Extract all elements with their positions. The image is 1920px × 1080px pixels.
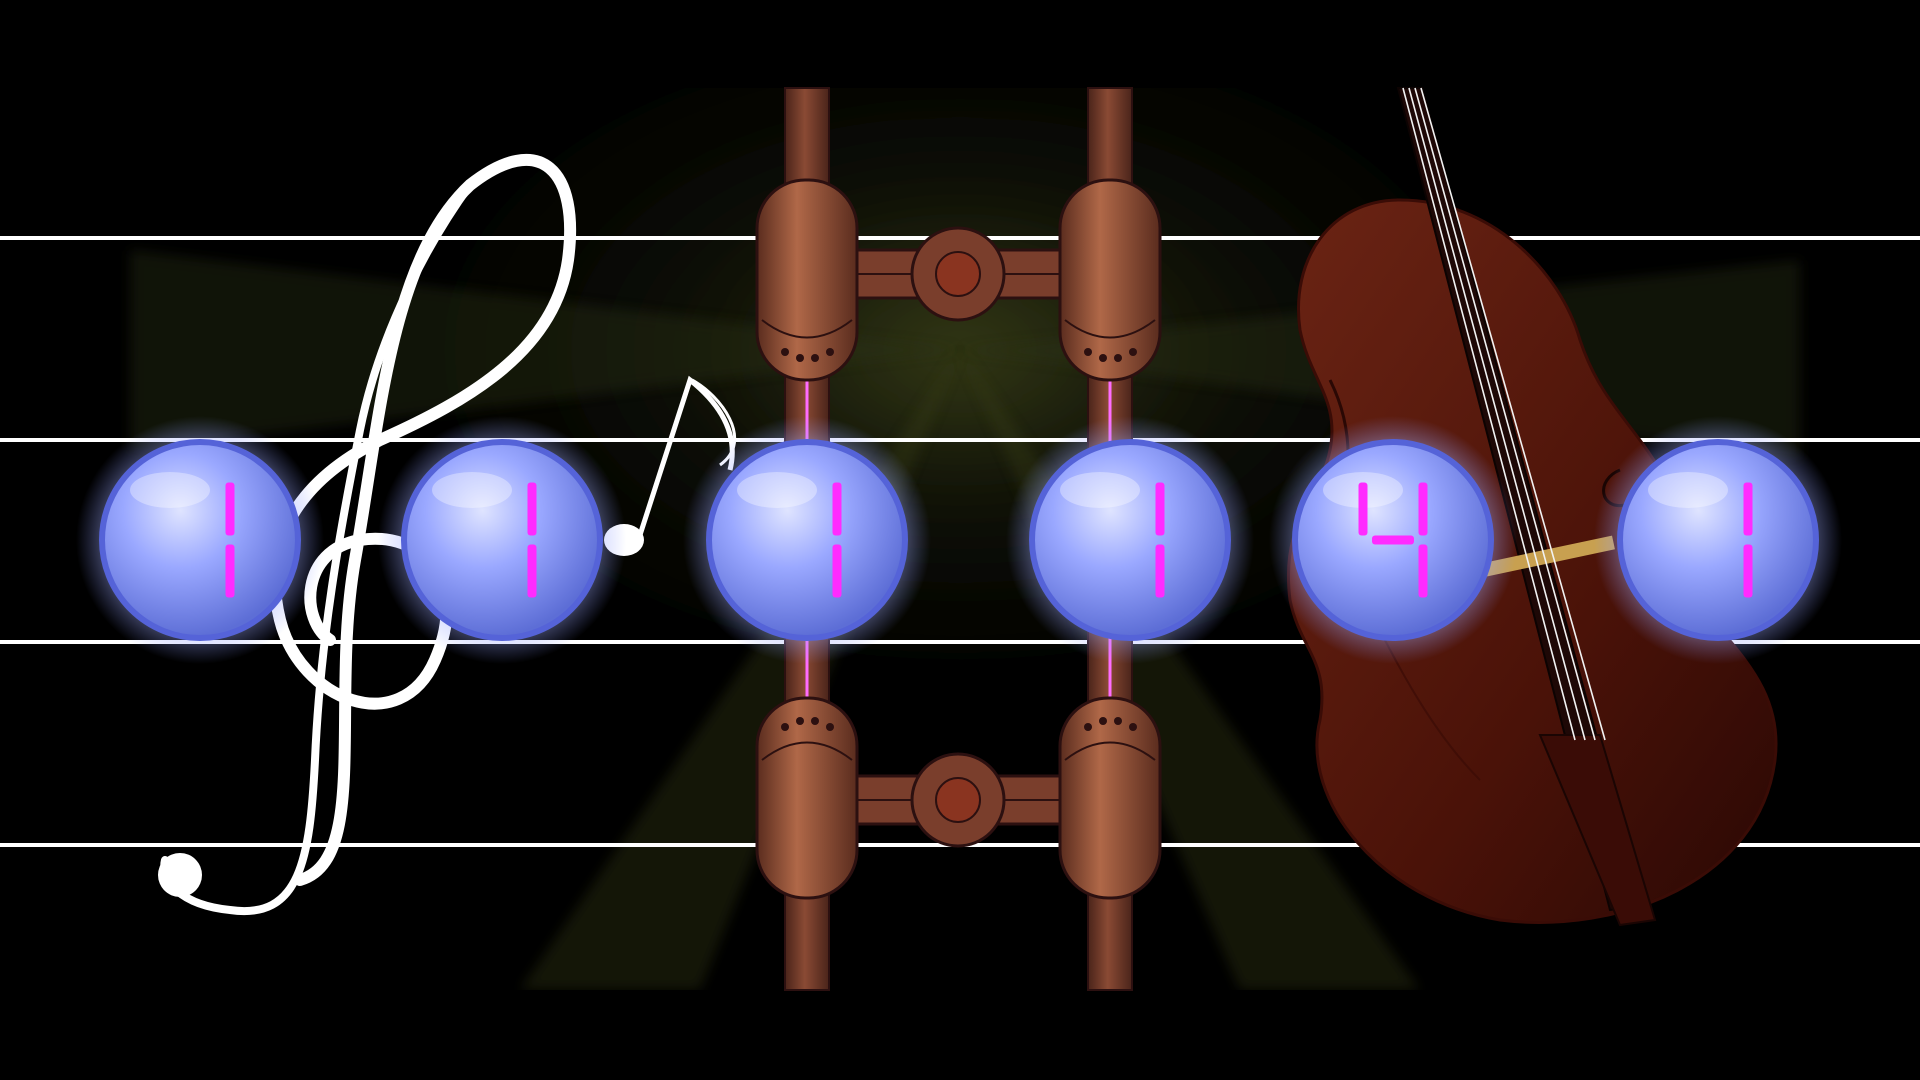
digit-segment [527, 482, 537, 536]
digit-segment [527, 544, 537, 598]
digit-segment [225, 482, 235, 536]
digit-segment [1372, 535, 1414, 545]
capsule-top-left [755, 178, 859, 382]
cello-icon [1287, 87, 1778, 927]
digit-segment [1418, 544, 1428, 598]
digit-orb: 4 [1269, 416, 1517, 664]
digit-segment [832, 544, 842, 598]
orb-body [1617, 439, 1819, 641]
digit-segment [1743, 482, 1753, 536]
digit-segment [225, 544, 235, 598]
digit-segment [1155, 482, 1165, 536]
digit-orb: 1 [1594, 416, 1842, 664]
digit-orb: 1 [76, 416, 324, 664]
capsule-bottom-right [1058, 696, 1162, 900]
copper-pipe-machine [755, 87, 1162, 991]
letterbox-top [0, 0, 1920, 88]
orb-highlight [130, 472, 210, 508]
orb-body [706, 439, 908, 641]
orb-highlight [1648, 472, 1728, 508]
orb-body [401, 439, 603, 641]
orb-highlight [737, 472, 817, 508]
digit-segment [1418, 482, 1428, 536]
orb-highlight [432, 472, 512, 508]
digit-segment [1358, 482, 1368, 536]
digit-segment [832, 482, 842, 536]
digit-segment [1155, 544, 1165, 598]
orb-highlight [1060, 472, 1140, 508]
digit-segment [1743, 544, 1753, 598]
capsule-bottom-left [755, 696, 859, 900]
digit-orb: 1 [378, 416, 626, 664]
digit-orb: 1 [683, 416, 931, 664]
orb-body [99, 439, 301, 641]
letterbox-bottom [0, 990, 1920, 1080]
digit-orbs: 111141 [76, 416, 1842, 664]
orb-body [1029, 439, 1231, 641]
digit-orb: 1 [1006, 416, 1254, 664]
capsule-top-right [1058, 178, 1162, 382]
